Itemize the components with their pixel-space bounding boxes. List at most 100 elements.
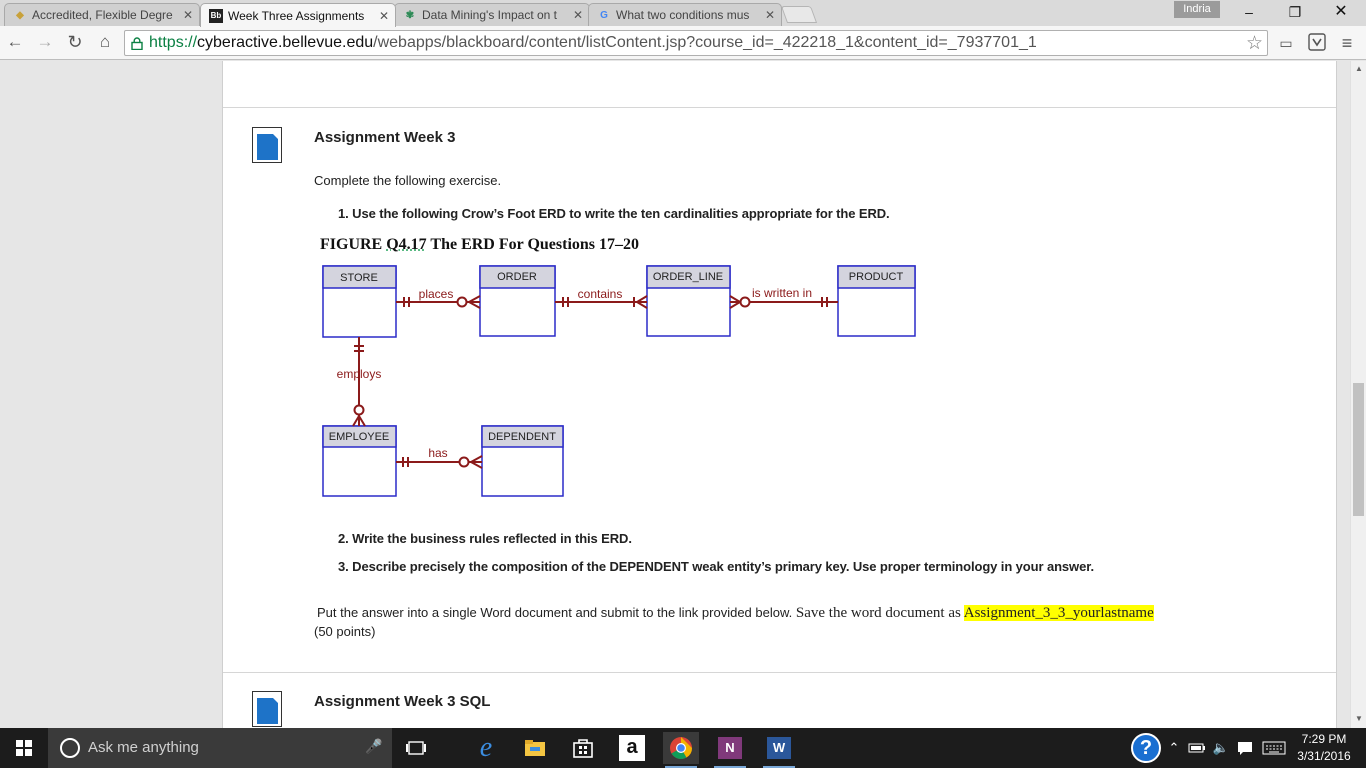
entity-order-line-label: ORDER_LINE — [653, 271, 723, 283]
store-icon[interactable] — [565, 732, 601, 764]
lock-icon — [131, 37, 143, 50]
divider — [223, 672, 1336, 673]
bookmark-star-icon[interactable]: ☆ — [1245, 33, 1263, 54]
entity-store: STORE — [322, 265, 397, 338]
close-tab-icon[interactable]: ✕ — [378, 8, 389, 23]
relationship-has-label: has — [428, 446, 447, 460]
close-tab-icon[interactable]: ✕ — [182, 8, 193, 22]
assignment-title[interactable]: Assignment Week 3 — [314, 129, 456, 146]
tab-label: Data Mining's Impact on t — [422, 8, 558, 22]
amazon-icon[interactable]: a — [614, 732, 650, 764]
document-icon — [252, 127, 282, 163]
divider — [223, 107, 1336, 108]
file-explorer-icon[interactable] — [517, 732, 553, 764]
microphone-icon[interactable]: 🎤 — [365, 738, 383, 754]
relationship-contains — [555, 295, 648, 309]
reload-button[interactable]: ↻ — [67, 32, 83, 52]
forward-button[interactable]: → — [36, 32, 54, 51]
bellevue-eagle-icon: ◆ — [16, 9, 24, 21]
back-button[interactable]: ← — [6, 32, 24, 51]
page-viewport: Assignment Week 3 Complete the following… — [0, 61, 1350, 728]
site-icon: ✾ — [405, 9, 415, 21]
volume-icon[interactable]: 🔈 — [1212, 740, 1230, 755]
intro-text: Complete the following exercise. — [314, 173, 502, 188]
points-text: (50 points) — [314, 624, 376, 639]
relationship-has — [396, 455, 483, 469]
new-tab-button[interactable] — [780, 6, 818, 23]
question-1: 1. Use the following Crow’s Foot ERD to … — [338, 206, 890, 221]
figure-caption: FIGURE Q4.17 The ERD For Questions 17–20 — [320, 236, 640, 253]
relationship-employs-label: employs — [337, 367, 382, 381]
entity-product: PRODUCT — [837, 265, 916, 337]
tab-label: What two conditions mus — [616, 8, 750, 22]
close-tab-icon[interactable]: ✕ — [764, 8, 775, 22]
start-button[interactable] — [0, 728, 48, 768]
cast-icon[interactable]: ▭ — [1279, 35, 1293, 51]
minimize-button[interactable]: – — [1245, 4, 1253, 20]
browser-toolbar: ← → ↻ ⌂ https://cyberactive.bellevue.edu… — [0, 26, 1366, 60]
assignment-sql-title[interactable]: Assignment Week 3 SQL — [314, 693, 491, 710]
entity-order-label: ORDER — [497, 271, 537, 283]
entity-employee-label: EMPLOYEE — [329, 431, 390, 443]
scroll-down-arrow-icon[interactable]: ▼ — [1355, 714, 1363, 723]
relationship-employs — [352, 337, 366, 427]
scrollbar-thumb[interactable] — [1353, 383, 1364, 516]
tab-what-two-conditions[interactable]: G What two conditions mus ✕ — [588, 3, 782, 26]
google-icon: G — [600, 9, 608, 21]
battery-icon[interactable] — [1186, 728, 1208, 768]
entity-dependent: DEPENDENT — [481, 425, 564, 497]
filename-highlight: Assignment_3_3_yourlastname — [963, 605, 1154, 621]
entity-dependent-label: DEPENDENT — [488, 431, 556, 443]
url-text: https://cyberactive.bellevue.edu/webapps… — [149, 34, 1037, 51]
clock-date: 3/31/2016 — [1297, 749, 1351, 763]
browser-titlebar: ◆ Accredited, Flexible Degre ✕ Bb Week T… — [0, 0, 1366, 27]
tab-label: Accredited, Flexible Degre — [32, 8, 173, 22]
cortana-search-box[interactable]: Ask me anything 🎤 — [48, 728, 392, 768]
close-window-button[interactable]: ✕ — [1334, 3, 1348, 20]
erd-diagram: STORE ORDER ORDER_LINE PRODUCT EMPLOYEE — [322, 265, 916, 497]
home-button[interactable]: ⌂ — [99, 32, 111, 51]
question-3: 3. Describe precisely the composition of… — [338, 559, 1094, 574]
entity-employee: EMPLOYEE — [322, 425, 397, 497]
edge-icon[interactable]: e — [479, 732, 493, 763]
entity-store-label: STORE — [340, 272, 378, 284]
onenote-icon[interactable]: N — [712, 732, 748, 768]
taskbar-clock[interactable]: 7:29 PM 3/31/2016 — [1292, 731, 1356, 765]
show-hidden-icons-icon[interactable]: ⌃ — [1168, 740, 1180, 755]
blackboard-icon: Bb — [209, 8, 223, 23]
address-bar[interactable]: https://cyberactive.bellevue.edu/webapps… — [124, 30, 1268, 56]
question-2: 2. Write the business rules reflected in… — [338, 531, 632, 546]
relationship-places — [396, 295, 481, 309]
chrome-icon[interactable] — [663, 732, 699, 768]
keyboard-icon[interactable] — [1260, 728, 1288, 768]
relationship-is-written-in-label: is written in — [752, 286, 812, 300]
submit-instructions: Put the answer into a single Word docume… — [317, 605, 1154, 621]
clock-time: 7:29 PM — [1301, 732, 1347, 746]
close-tab-icon[interactable]: ✕ — [572, 8, 583, 22]
content-list: Assignment Week 3 Complete the following… — [222, 61, 1337, 728]
menu-icon[interactable]: ≡ — [1341, 33, 1353, 53]
entity-order: ORDER — [479, 265, 556, 337]
windows-taskbar: Ask me anything 🎤 e a N W ? ⌃ 🔈 7:29 PM … — [0, 728, 1366, 768]
task-view-icon[interactable] — [398, 732, 434, 764]
tab-week-three-assignments[interactable]: Bb Week Three Assignments ✕ — [200, 3, 396, 27]
entity-product-label: PRODUCT — [849, 271, 904, 283]
relationship-places-label: places — [419, 287, 454, 301]
search-placeholder: Ask me anything — [88, 739, 199, 756]
relationship-contains-label: contains — [578, 287, 623, 301]
restore-button[interactable]: ❐ — [1288, 4, 1302, 20]
page-scrollbar[interactable]: ▲ ▼ — [1350, 61, 1366, 728]
tab-label: Week Three Assignments — [228, 8, 365, 23]
word-icon[interactable]: W — [761, 732, 797, 768]
action-center-icon[interactable] — [1234, 728, 1256, 768]
entity-order-line: ORDER_LINE — [646, 265, 731, 337]
document-icon — [252, 691, 282, 727]
help-icon[interactable]: ? — [1128, 728, 1164, 768]
scroll-up-arrow-icon[interactable]: ▲ — [1355, 64, 1363, 73]
tab-accredited[interactable]: ◆ Accredited, Flexible Degre ✕ — [4, 3, 200, 26]
windows-logo-icon — [16, 740, 32, 756]
tab-data-mining[interactable]: ✾ Data Mining's Impact on t ✕ — [394, 3, 590, 26]
extension-shield-icon[interactable] — [1306, 33, 1328, 53]
profile-button[interactable]: Indria — [1174, 1, 1220, 18]
relationship-is-written-in — [729, 295, 838, 309]
